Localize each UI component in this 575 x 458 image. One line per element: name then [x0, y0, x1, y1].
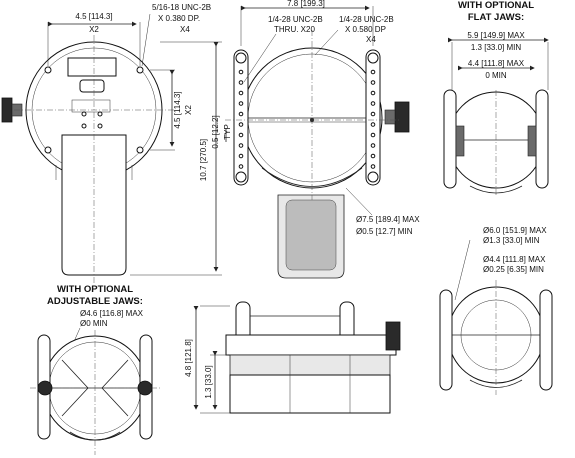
- jaw-min-dim: Ø0.5 [12.7] MIN: [356, 227, 413, 236]
- thru-callout-line2: THRU. X20: [274, 25, 315, 34]
- adjust-knob-right-icon: [137, 380, 153, 396]
- adjustable-max-dim: Ø4.6 [116.8] MAX: [80, 309, 144, 318]
- jaw-hole: [370, 153, 376, 159]
- flat-right-jaw: [535, 89, 549, 189]
- round-left-jaw: [439, 289, 453, 391]
- jaw-hole: [370, 122, 376, 127]
- jaw-hole: [238, 164, 244, 169]
- hole-callout-line1: 5/16-18 UNC-2B: [152, 3, 211, 12]
- jaw-hole: [370, 132, 376, 138]
- jaw-hole: [238, 69, 244, 75]
- jaw-hole: [238, 90, 244, 96]
- front-knob-icon: [394, 101, 410, 133]
- flat-inner-dim: 4.4 [111.8] MAX: [468, 59, 525, 68]
- flat-max-dim: 5.9 [149.9] MAX: [467, 31, 525, 40]
- top-height-dim: 4.5 [114.3]: [173, 91, 182, 128]
- top-height-count: X2: [184, 105, 193, 115]
- jaw-hole: [238, 143, 244, 148]
- jaw-hole: [238, 122, 244, 127]
- jaw-hole: [238, 111, 244, 117]
- right-jaw: [365, 49, 381, 186]
- side-view: 4.8 [121.8] 1.3 [33.0]: [184, 301, 401, 414]
- flat-max-min-dim: 1.3 [33.0] MIN: [471, 43, 521, 52]
- total-height-dim: 10.7 [270.5]: [199, 139, 208, 181]
- flat-jaws-title-1: WITH OPTIONAL: [458, 0, 534, 11]
- jaw-hole: [238, 153, 244, 159]
- hole-callout-line2: X 0.380 DP.: [158, 14, 200, 23]
- flat-jaws-title-2: FLAT JAWS:: [468, 12, 524, 23]
- dp-callout-line1: 1/4-28 UNC-2B: [339, 15, 394, 24]
- jaw-hole: [370, 69, 376, 75]
- pitch-dim: 0.5 [12.2]: [211, 115, 220, 148]
- left-jaw: [233, 49, 249, 186]
- flat-left-jaw: [443, 89, 457, 189]
- jaw-hole: [238, 101, 244, 106]
- jaw-hole: [238, 132, 244, 138]
- adjust-knob-left-icon: [37, 380, 53, 396]
- dp-callout-line3: X4: [366, 35, 376, 44]
- jaw-hole: [370, 90, 376, 96]
- adjustable-jaws-title-1: WITH OPTIONAL: [57, 284, 133, 295]
- adjustable-min-dim: Ø0 MIN: [80, 319, 108, 328]
- jaw-hole: [238, 80, 244, 85]
- round-max-dim: Ø6.0 [151.9] MAX: [483, 226, 547, 235]
- jaw-hole: [370, 101, 376, 106]
- pitch-note: TYP: [223, 124, 232, 140]
- jaw-hole: [370, 164, 376, 169]
- round2-min-dim: Ø0.25 [6.35] MIN: [483, 265, 544, 274]
- jaw-hole: [370, 143, 376, 148]
- round-right-jaw: [539, 289, 553, 391]
- round2-max-dim: Ø4.4 [111.8] MAX: [483, 255, 546, 264]
- adjustable-jaws-title-2: ADJUSTABLE JAWS:: [47, 296, 143, 307]
- hole-callout-line3: X4: [180, 25, 190, 34]
- side-total-height: 4.8 [121.8]: [184, 339, 193, 377]
- side-jaw-height: 1.3 [33.0]: [204, 365, 213, 398]
- top-width-count: X2: [89, 25, 99, 34]
- jaw-hole: [370, 80, 376, 85]
- top-view: 4.5 [114.3] X2 5/16-18 UNC-2B X 0.380 DP…: [1, 3, 222, 285]
- knob-icon: [1, 97, 13, 123]
- thru-callout-line1: 1/4-28 UNC-2B: [268, 15, 323, 24]
- overall-width-dim: 7.8 [199.3]: [287, 0, 325, 8]
- flat-inner-min-dim: 0 MIN: [485, 71, 507, 80]
- flat-jaws-view: WITH OPTIONAL FLAT JAWS: 5.9 [149.9] MAX…: [439, 0, 553, 395]
- adjustable-jaws-view: WITH OPTIONAL ADJUSTABLE JAWS: Ø4.6 [116…: [30, 284, 160, 455]
- front-view: 7.8 [199.3] 1/4-28 UNC-2B THRU. X20 1/4-…: [211, 0, 420, 279]
- round-min-dim: Ø1.3 [33.0] MIN: [483, 236, 540, 245]
- jaw-hole: [370, 111, 376, 117]
- jaw-max-dim: Ø7.5 [189.4] MAX: [356, 215, 420, 224]
- top-width-dim: 4.5 [114.3]: [75, 12, 112, 21]
- dp-callout-line2: X 0.580 DP: [345, 25, 386, 34]
